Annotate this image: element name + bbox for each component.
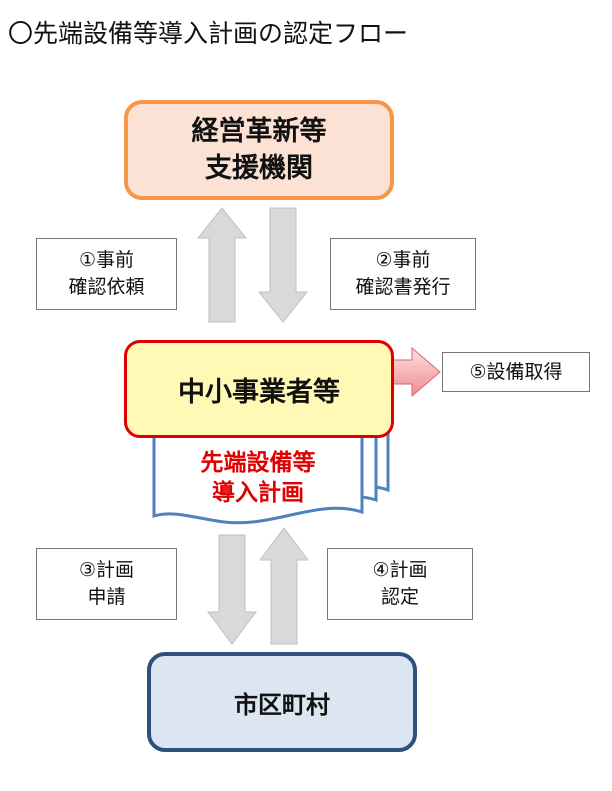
arrow-up-approve [259, 527, 309, 645]
support-organization-box: 経営革新等 支援機関 [124, 100, 394, 200]
plan-doc-line1: 先端設備等 [201, 449, 316, 476]
plan-doc-line2: 導入計画 [212, 479, 304, 506]
step-1-label: ①事前 確認依頼 [36, 238, 177, 310]
arrow-down-issue [257, 207, 309, 323]
step-5-line1: ⑤設備取得 [469, 360, 563, 383]
step-4-label: ④計画 認定 [327, 548, 473, 620]
plan-document-icon: 先端設備等 導入計画 [152, 411, 390, 525]
step-4-line1: ④計画 [372, 559, 428, 581]
step-3-line1: ③計画 [78, 559, 135, 581]
step-1-line2: 確認依頼 [68, 276, 145, 298]
step-5-label: ⑤設備取得 [442, 352, 590, 392]
step-2-line2: 確認書発行 [355, 276, 451, 298]
step-3-line2: 申請 [87, 586, 126, 608]
step-2-label: ②事前 確認書発行 [330, 238, 476, 310]
sme-label: 中小事業者等 [178, 376, 340, 408]
step-3-label: ③計画 申請 [36, 548, 177, 620]
step-2-line1: ②事前 [375, 249, 431, 271]
support-line1: 経営革新等 [191, 116, 327, 147]
municipality-label: 市区町村 [234, 690, 330, 719]
step-1-line1: ①事前 [78, 249, 135, 271]
support-line2: 支援機関 [205, 153, 313, 184]
step-4-line2: 認定 [380, 586, 419, 608]
arrow-up-request [196, 207, 248, 323]
sme-box: 中小事業者等 [124, 340, 394, 438]
municipality-box: 市区町村 [147, 652, 417, 752]
arrow-down-apply [207, 534, 257, 645]
page-title: 〇先端設備等導入計画の認定フロー [8, 19, 409, 48]
